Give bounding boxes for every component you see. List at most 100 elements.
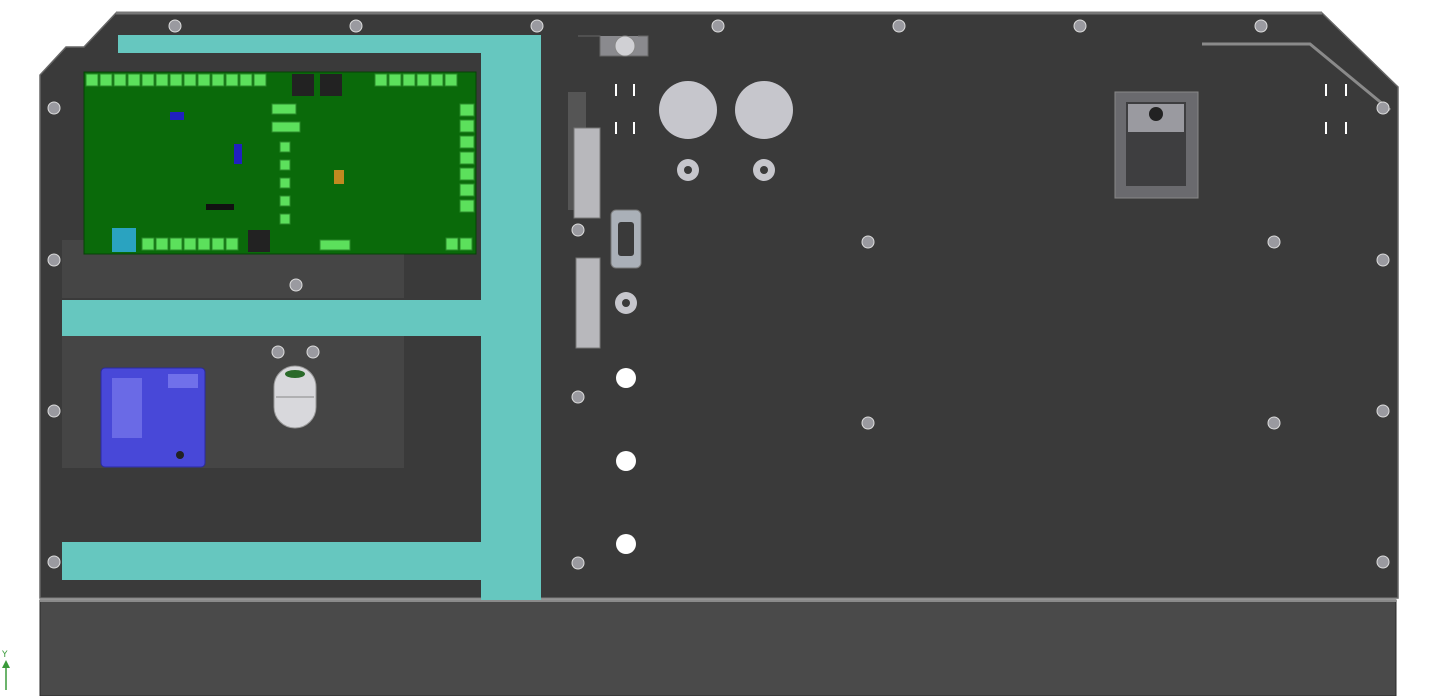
screw-icon (861, 235, 875, 249)
terminal-block-icon (141, 73, 155, 87)
screw-icon (1073, 19, 1087, 33)
screw-icon (571, 390, 585, 404)
relay-coil (112, 378, 142, 438)
wire-duct-middle (62, 300, 482, 336)
terminal-block-icon (211, 73, 225, 87)
mounting-bracket (568, 35, 649, 349)
rj-port-2 (320, 74, 342, 96)
terminal-block-icon (197, 237, 211, 251)
terminal-block-icon (279, 141, 291, 153)
terminal-block-icon (402, 73, 416, 87)
capacitor (334, 170, 344, 184)
terminal-block-icon (279, 177, 291, 189)
hole-2 (616, 451, 636, 471)
wire-duct-bottom (62, 542, 482, 580)
terminal-block-icon (416, 73, 430, 87)
terminal-block-icon (459, 237, 473, 251)
relay-terminal (176, 451, 184, 459)
dip-switch (170, 112, 184, 120)
lower-base-plate (39, 599, 1397, 696)
screw-icon (1267, 416, 1281, 430)
terminal-block-icon (239, 73, 253, 87)
ethernet-port (112, 228, 136, 252)
terminal-block-icon (99, 73, 113, 87)
screw-icon (1267, 235, 1281, 249)
terminal-block-icon (211, 237, 225, 251)
relay[interactable] (100, 367, 206, 468)
terminal-block-icon (445, 237, 459, 251)
terminal-block-icon (279, 195, 291, 207)
terminal-block-icon (155, 237, 169, 251)
terminal-block-icon (271, 121, 301, 133)
terminal-block-icon (225, 73, 239, 87)
terminal-block-icon (271, 103, 297, 115)
wire-duct-top (118, 35, 540, 53)
terminal-block-icon (459, 151, 475, 165)
screw-icon (1376, 404, 1390, 418)
terminal-block-icon (388, 73, 402, 87)
wire-duct-group (62, 35, 541, 600)
screw-icon (349, 19, 363, 33)
relay-contact (168, 374, 198, 388)
oval-sensor[interactable] (273, 365, 317, 429)
screw-icon (1254, 19, 1268, 33)
indicator-lamps[interactable] (615, 81, 793, 314)
cable-holes (616, 368, 636, 554)
rj-port-3 (248, 230, 270, 252)
control-pcb[interactable] (83, 71, 477, 255)
terminal-block-icon (155, 73, 169, 87)
screw-icon (1376, 555, 1390, 569)
screw-icon (571, 223, 585, 237)
screw-icon (530, 19, 544, 33)
terminal-block-icon (85, 73, 99, 87)
terminal-block-icon (141, 237, 155, 251)
terminal-block-icon (197, 73, 211, 87)
pin-header (206, 204, 234, 210)
screw-icon (711, 19, 725, 33)
terminal-block-icon (183, 237, 197, 251)
terminal-block-icon (444, 73, 458, 87)
terminal-block-icon (430, 73, 444, 87)
sensor-led (285, 370, 305, 378)
screw-icon (271, 345, 285, 359)
wire-duct-vertical (481, 35, 541, 600)
axis-triad-icon (2, 660, 10, 690)
screw-icon (47, 253, 61, 267)
terminal-block-icon (169, 73, 183, 87)
terminal-block-icon (127, 73, 141, 87)
screw-group (47, 19, 1390, 570)
terminal-block-icon (459, 119, 475, 133)
screw-icon (861, 416, 875, 430)
terminal-block-icon (459, 103, 475, 117)
rj-port-1 (292, 74, 314, 96)
terminal-block-icon (279, 159, 291, 171)
terminal-block-icon (319, 239, 351, 251)
terminal-block-icon (459, 135, 475, 149)
panel-right-flange (1202, 42, 1391, 112)
screw-icon (289, 278, 303, 292)
terminal-block-icon (183, 73, 197, 87)
screw-icon (47, 101, 61, 115)
screw-icon (47, 404, 61, 418)
db9-connector-icon[interactable] (610, 209, 642, 269)
screw-icon (1376, 253, 1390, 267)
lamp-left[interactable] (659, 81, 717, 139)
terminal-block-icon (85, 73, 475, 251)
screw-icon (306, 345, 320, 359)
screw-icon (1376, 101, 1390, 115)
screw-icon (892, 19, 906, 33)
fan-cutout[interactable] (1114, 91, 1199, 199)
lamp-right[interactable] (735, 81, 793, 139)
axis-y-label: Y (2, 650, 8, 660)
terminal-block-icon (225, 237, 239, 251)
terminal-block-icon (169, 237, 183, 251)
screw-icon (47, 555, 61, 569)
header-blue (234, 144, 242, 164)
terminal-block-icon (279, 213, 291, 225)
screw-icon (168, 19, 182, 33)
slot-marks (615, 84, 1347, 134)
terminal-block-icon (459, 167, 475, 181)
hole-1 (616, 368, 636, 388)
terminal-block-icon (459, 199, 475, 213)
